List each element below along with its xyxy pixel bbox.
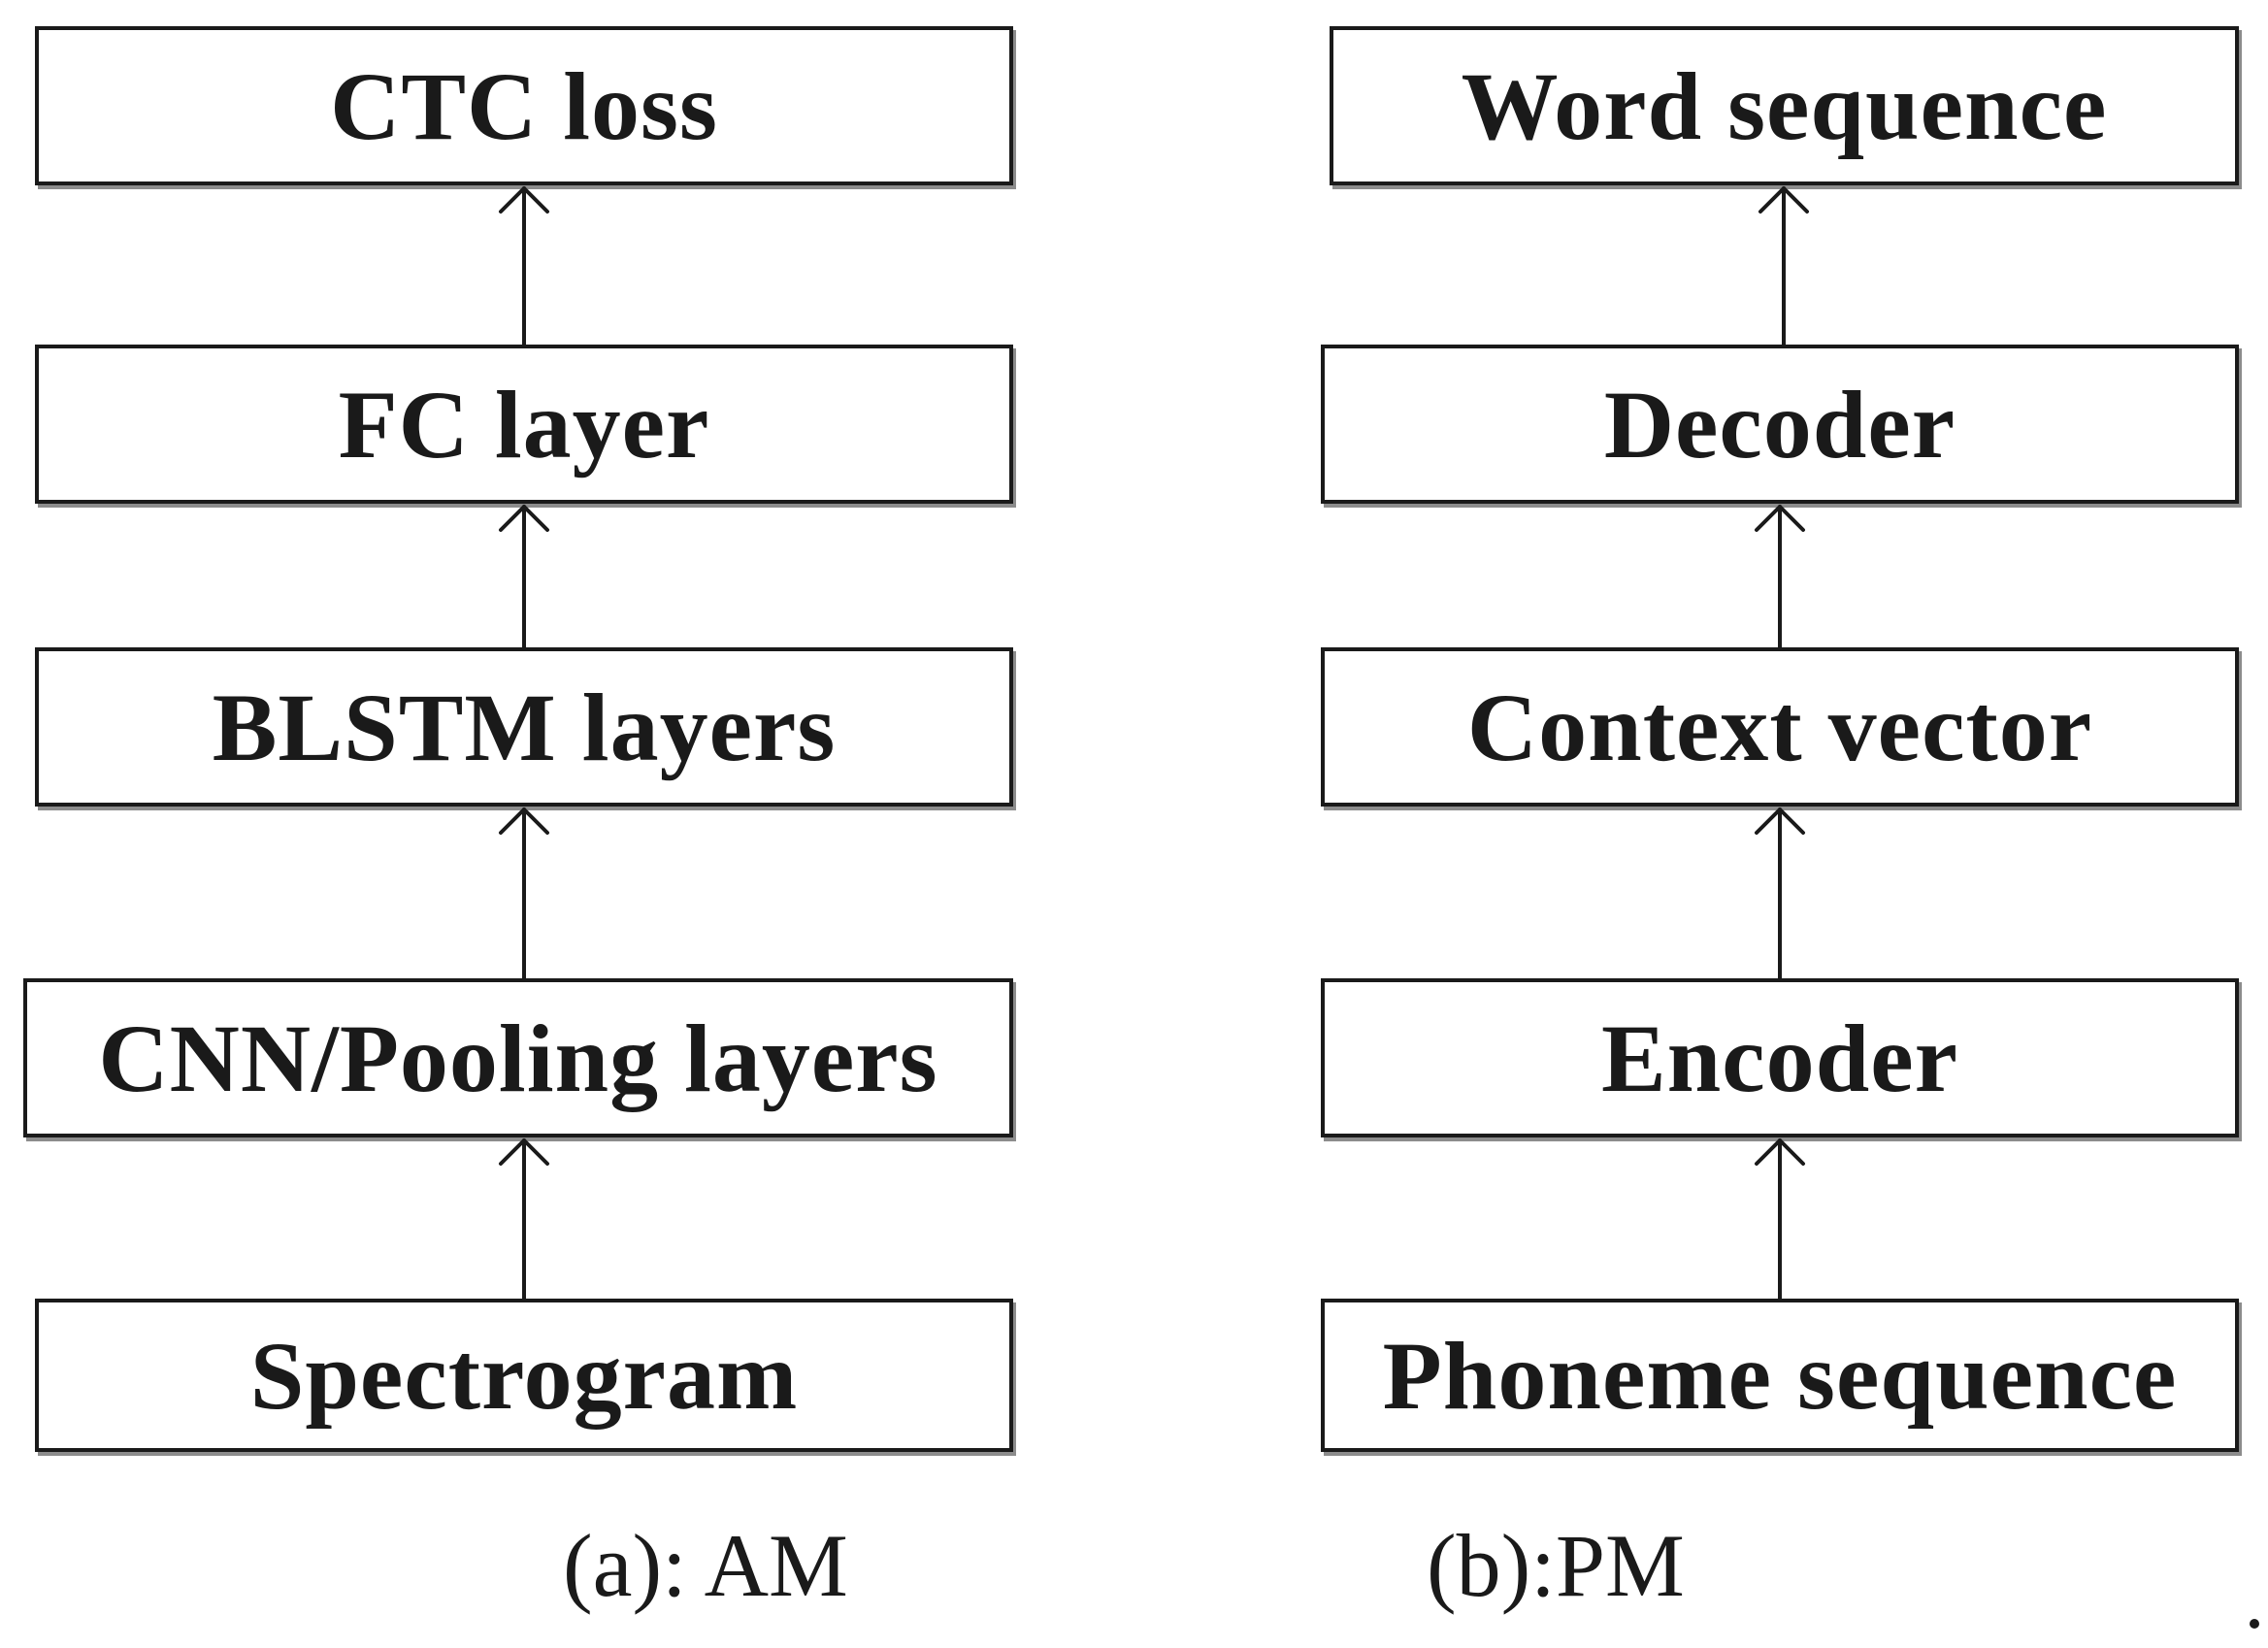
block-label: Spectrogram <box>249 1321 799 1430</box>
arrow-blstm-to-fc <box>499 505 549 649</box>
block-label: CTC loss <box>330 51 718 160</box>
block-context-vector: Context vector <box>1321 647 2239 807</box>
block-label: FC layer <box>338 370 710 478</box>
block-ctc-loss: CTC loss <box>35 26 1013 185</box>
block-blstm-layers: BLSTM layers <box>35 647 1013 807</box>
caption-panel-b: (b):PM <box>1427 1516 1685 1615</box>
block-decoder: Decoder <box>1321 345 2239 504</box>
arrow-spectrogram-to-cnn <box>499 1138 549 1301</box>
block-label: CNN/Pooling layers <box>98 1004 938 1112</box>
arrow-cnn-to-blstm <box>499 808 549 980</box>
block-cnn-pooling-layers: CNN/Pooling layers <box>23 978 1013 1137</box>
block-encoder: Encoder <box>1321 978 2239 1137</box>
arrow-encoder-to-context <box>1755 808 1805 980</box>
arrow-phoneme-to-encoder <box>1755 1138 1805 1301</box>
arrow-context-to-decoder <box>1755 505 1805 649</box>
block-fc-layer: FC layer <box>35 345 1013 504</box>
block-label: BLSTM layers <box>212 673 837 781</box>
arrow-decoder-to-word <box>1759 186 1809 346</box>
arrow-fc-to-ctc <box>499 186 549 346</box>
caption-panel-a: (a): AM <box>563 1516 848 1615</box>
trailing-dot <box>2250 1619 2259 1629</box>
block-word-sequence: Word sequence <box>1330 26 2239 185</box>
block-phoneme-sequence: Phoneme sequence <box>1321 1299 2239 1452</box>
block-label: Phoneme sequence <box>1382 1321 2178 1430</box>
block-spectrogram: Spectrogram <box>35 1299 1013 1452</box>
block-label: Encoder <box>1600 1004 1959 1112</box>
block-label: Context vector <box>1466 673 2093 781</box>
block-label: Decoder <box>1603 370 1956 478</box>
block-label: Word sequence <box>1461 51 2108 160</box>
